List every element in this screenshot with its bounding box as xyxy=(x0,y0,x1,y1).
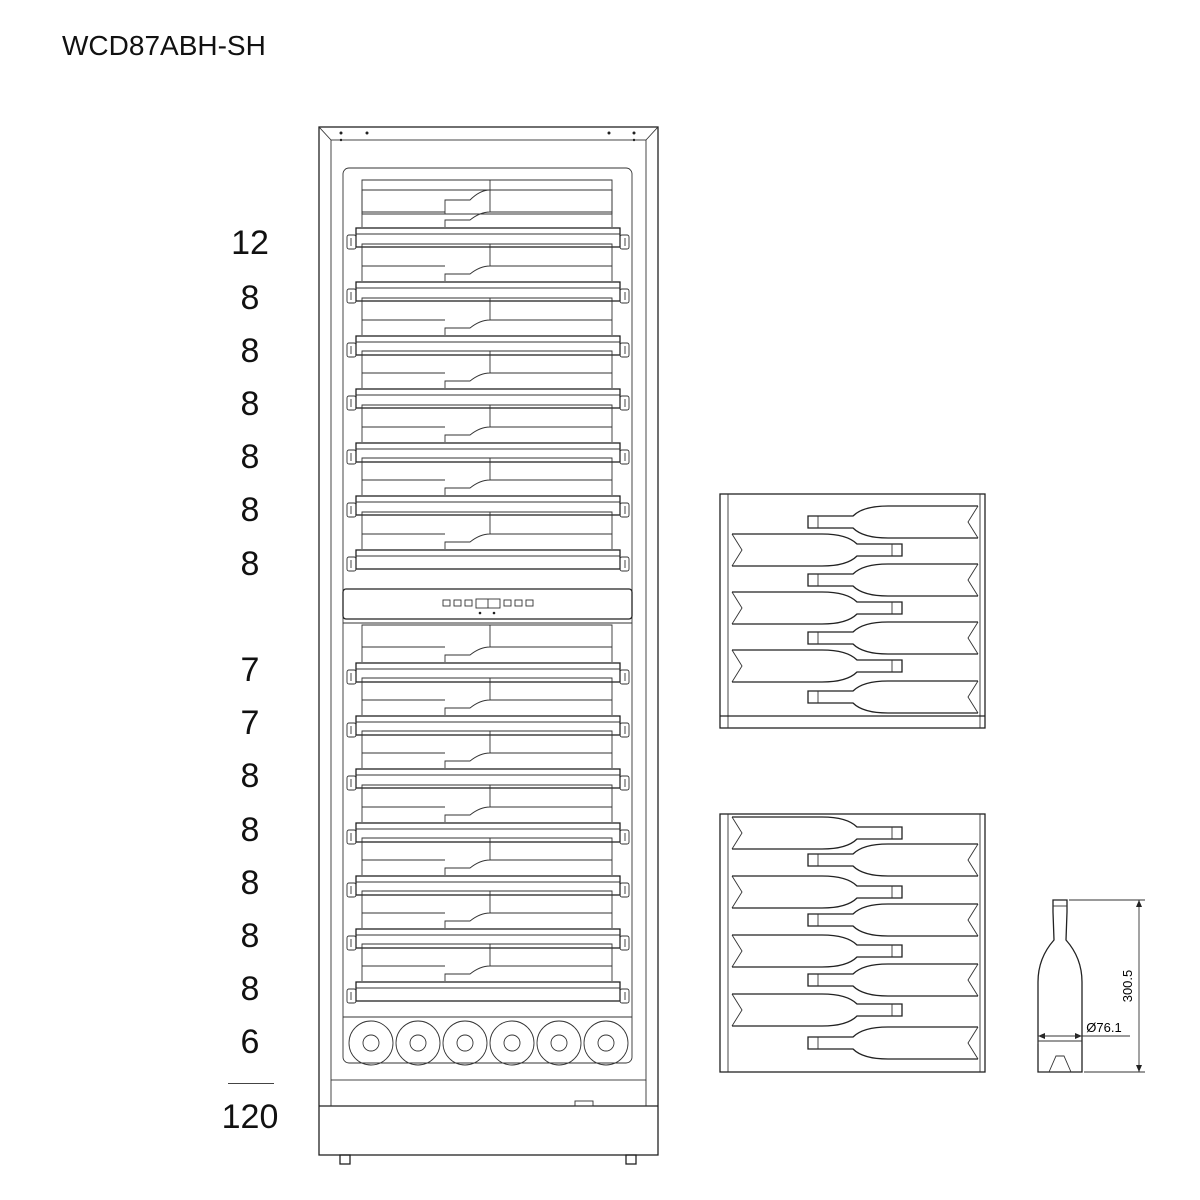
shelf xyxy=(346,189,630,250)
shelf-handle-left xyxy=(346,988,357,1004)
shelf-detail-lower xyxy=(719,813,986,1073)
shelf-handle-left xyxy=(346,829,357,845)
control-panel xyxy=(342,588,633,624)
shelf-handle-right xyxy=(619,234,630,250)
bottle-punt xyxy=(503,1034,521,1052)
shelf xyxy=(346,784,630,845)
shelf xyxy=(346,404,630,465)
shelf-handle-right xyxy=(619,288,630,304)
cabinet-base xyxy=(319,1080,658,1165)
shelf-handle-right xyxy=(619,722,630,738)
shelf-capacity-list: 12 8 8 8 8 8 8 7 7 8 8 8 8 8 6 xyxy=(200,0,300,1200)
shelf xyxy=(346,730,630,791)
bottle-punt xyxy=(550,1034,568,1052)
bottle xyxy=(731,533,903,567)
shelf-handle-left xyxy=(346,556,357,572)
shelf-handle-right xyxy=(619,988,630,1004)
shelf-handle-right xyxy=(619,669,630,685)
bottle xyxy=(807,1026,979,1060)
shelf xyxy=(346,243,630,304)
shelf-handle-left xyxy=(346,449,357,465)
shelf-capacity: 8 xyxy=(240,917,260,955)
bottle xyxy=(731,993,903,1027)
bottle xyxy=(807,680,979,714)
bottle-end xyxy=(442,1020,488,1066)
shelf-capacity: 7 xyxy=(240,704,260,742)
shelf-capacity: 8 xyxy=(240,279,260,317)
bottle-end xyxy=(583,1020,629,1066)
bottle-dimension-drawing: 300.5 Ø76.1 xyxy=(1037,899,1145,1073)
shelf xyxy=(346,457,630,518)
bottle-end xyxy=(536,1020,582,1066)
bottle-punt xyxy=(456,1034,474,1052)
bottle xyxy=(807,903,979,937)
shelf-group xyxy=(346,179,630,1004)
shelf-capacity: 8 xyxy=(240,332,260,370)
shelf-capacity: 7 xyxy=(240,651,260,689)
shelf xyxy=(346,890,630,951)
top-shelf-upper-row xyxy=(361,179,613,215)
bottle xyxy=(731,875,903,909)
bottle xyxy=(731,591,903,625)
shelf-handle-right xyxy=(619,395,630,411)
bottle-end xyxy=(395,1020,441,1066)
shelf-handle-left xyxy=(346,234,357,250)
shelf-capacity: 8 xyxy=(240,757,260,795)
bottle xyxy=(731,649,903,683)
shelf-handle-right xyxy=(619,882,630,898)
shelf xyxy=(346,511,630,572)
bottle-punt xyxy=(597,1034,615,1052)
shelf-handle-left xyxy=(346,722,357,738)
shelf-handle-right xyxy=(619,829,630,845)
shelf-capacity: 8 xyxy=(240,864,260,902)
shelf-capacity: 8 xyxy=(240,970,260,1008)
bottom-bottle-row xyxy=(343,1016,632,1066)
shelf-capacity: 12 xyxy=(231,224,269,262)
bottle-end xyxy=(489,1020,535,1066)
shelf-capacity: 6 xyxy=(240,1023,260,1061)
shelf xyxy=(346,350,630,411)
shelf-handle-left xyxy=(346,775,357,791)
bottle-height-label: 300.5 xyxy=(1120,970,1135,1003)
shelf xyxy=(346,837,630,898)
bottle xyxy=(807,963,979,997)
total-capacity: 120 xyxy=(221,1098,279,1136)
bottle xyxy=(731,934,903,968)
bottle-punt xyxy=(362,1034,380,1052)
shelf-capacity: 8 xyxy=(240,545,260,583)
shelf-handle-right xyxy=(619,502,630,518)
shelf-capacity: 8 xyxy=(240,385,260,423)
shelf xyxy=(346,624,630,685)
shelf-detail-upper xyxy=(719,493,986,729)
model-title: WCD87ABH-SH xyxy=(62,30,266,61)
shelf-handle-right xyxy=(619,449,630,465)
shelf-handle-left xyxy=(346,342,357,358)
bottle xyxy=(807,621,979,655)
bottle xyxy=(807,843,979,877)
shelf-handle-right xyxy=(619,775,630,791)
shelf-handle-left xyxy=(346,669,357,685)
shelf-capacity: 8 xyxy=(240,811,260,849)
shelf-handle-right xyxy=(619,342,630,358)
bottle xyxy=(731,816,903,850)
shelf xyxy=(346,677,630,738)
shelf-handle-right xyxy=(619,556,630,572)
shelf xyxy=(346,297,630,358)
shelf-handle-left xyxy=(346,882,357,898)
shelf xyxy=(346,943,630,1004)
bottle xyxy=(807,563,979,597)
bottle-diameter-label: Ø76.1 xyxy=(1086,1020,1121,1035)
shelf-capacity: 8 xyxy=(240,438,260,476)
bottle xyxy=(807,505,979,539)
shelf-handle-right xyxy=(619,935,630,951)
total-divider xyxy=(228,1083,274,1084)
shelf-handle-left xyxy=(346,502,357,518)
shelf-capacity: 8 xyxy=(240,491,260,529)
shelf-handle-left xyxy=(346,288,357,304)
bottle-end xyxy=(348,1020,394,1066)
bottle-punt xyxy=(409,1034,427,1052)
shelf-handle-left xyxy=(346,935,357,951)
shelf-handle-left xyxy=(346,395,357,411)
